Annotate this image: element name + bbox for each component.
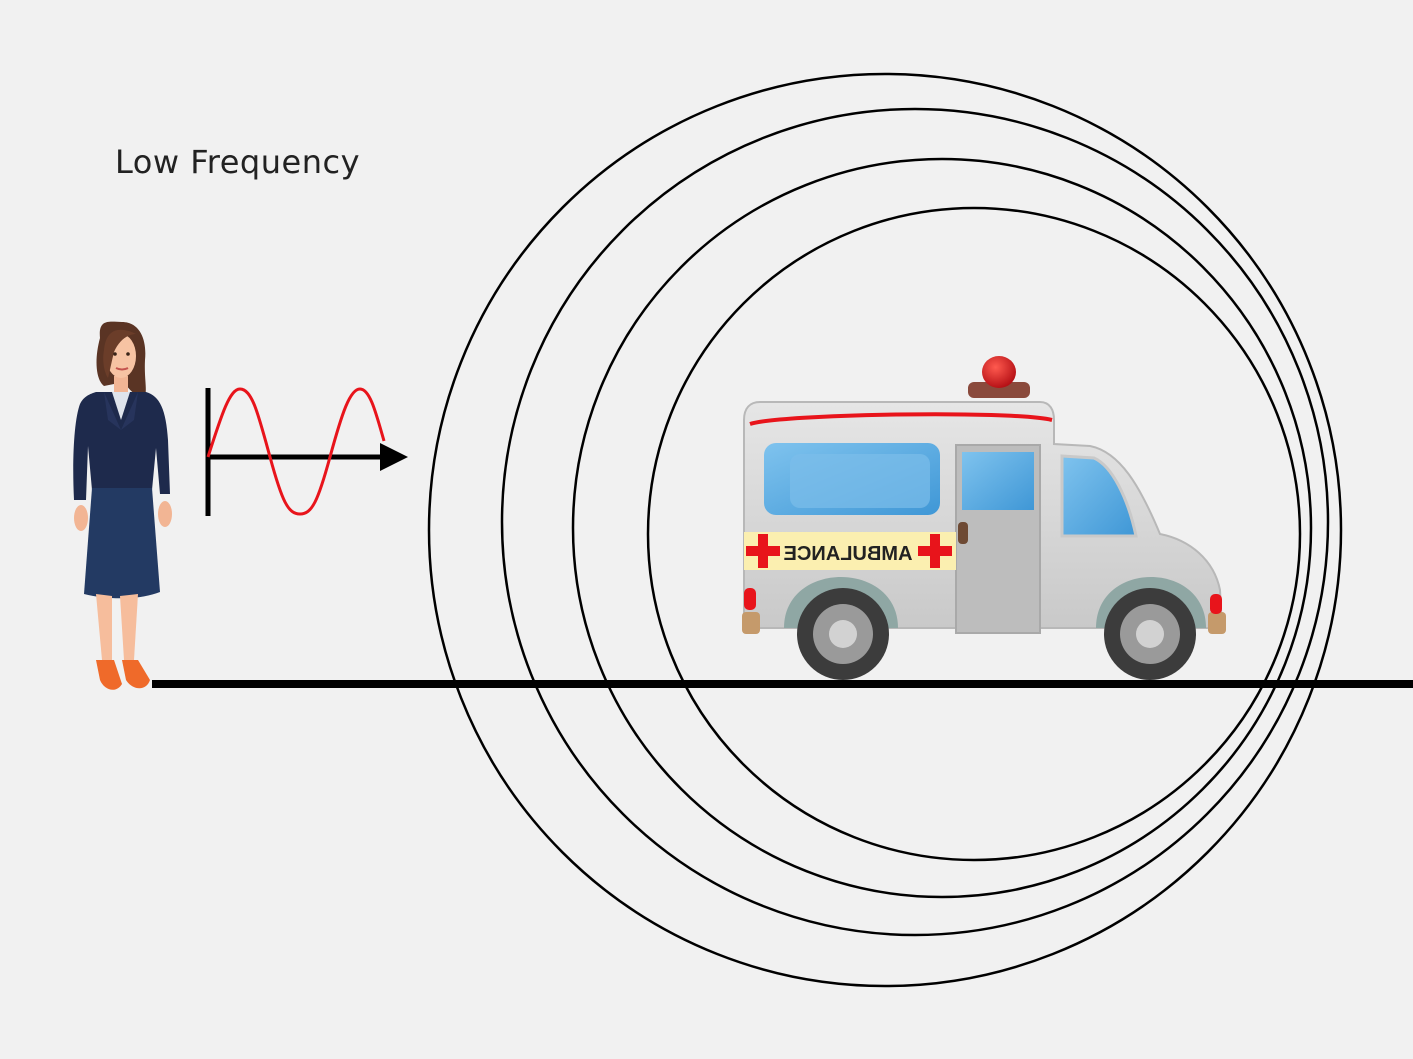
wave-arrow-head-icon	[380, 443, 408, 471]
ambulance-label: AMBULANCE	[784, 543, 913, 565]
woman-observer-icon	[73, 321, 172, 690]
sine-wave	[206, 387, 386, 516]
ambulance-icon: AMBULANCE	[742, 356, 1226, 680]
ambulance-front-wheel	[1104, 588, 1196, 680]
wavefront-1	[427, 72, 1343, 988]
waveform-graphic	[205, 387, 408, 516]
red-cross-right-icon	[918, 534, 952, 568]
sound-wavefronts	[427, 72, 1343, 988]
red-cross-left-icon	[746, 534, 780, 568]
diagram-heading: Low Frequency	[115, 143, 360, 181]
wavefront-4	[646, 206, 1302, 862]
wavefront-2	[500, 107, 1330, 937]
ambulance-rear-wheel	[797, 588, 889, 680]
wavefront-3	[571, 157, 1313, 899]
